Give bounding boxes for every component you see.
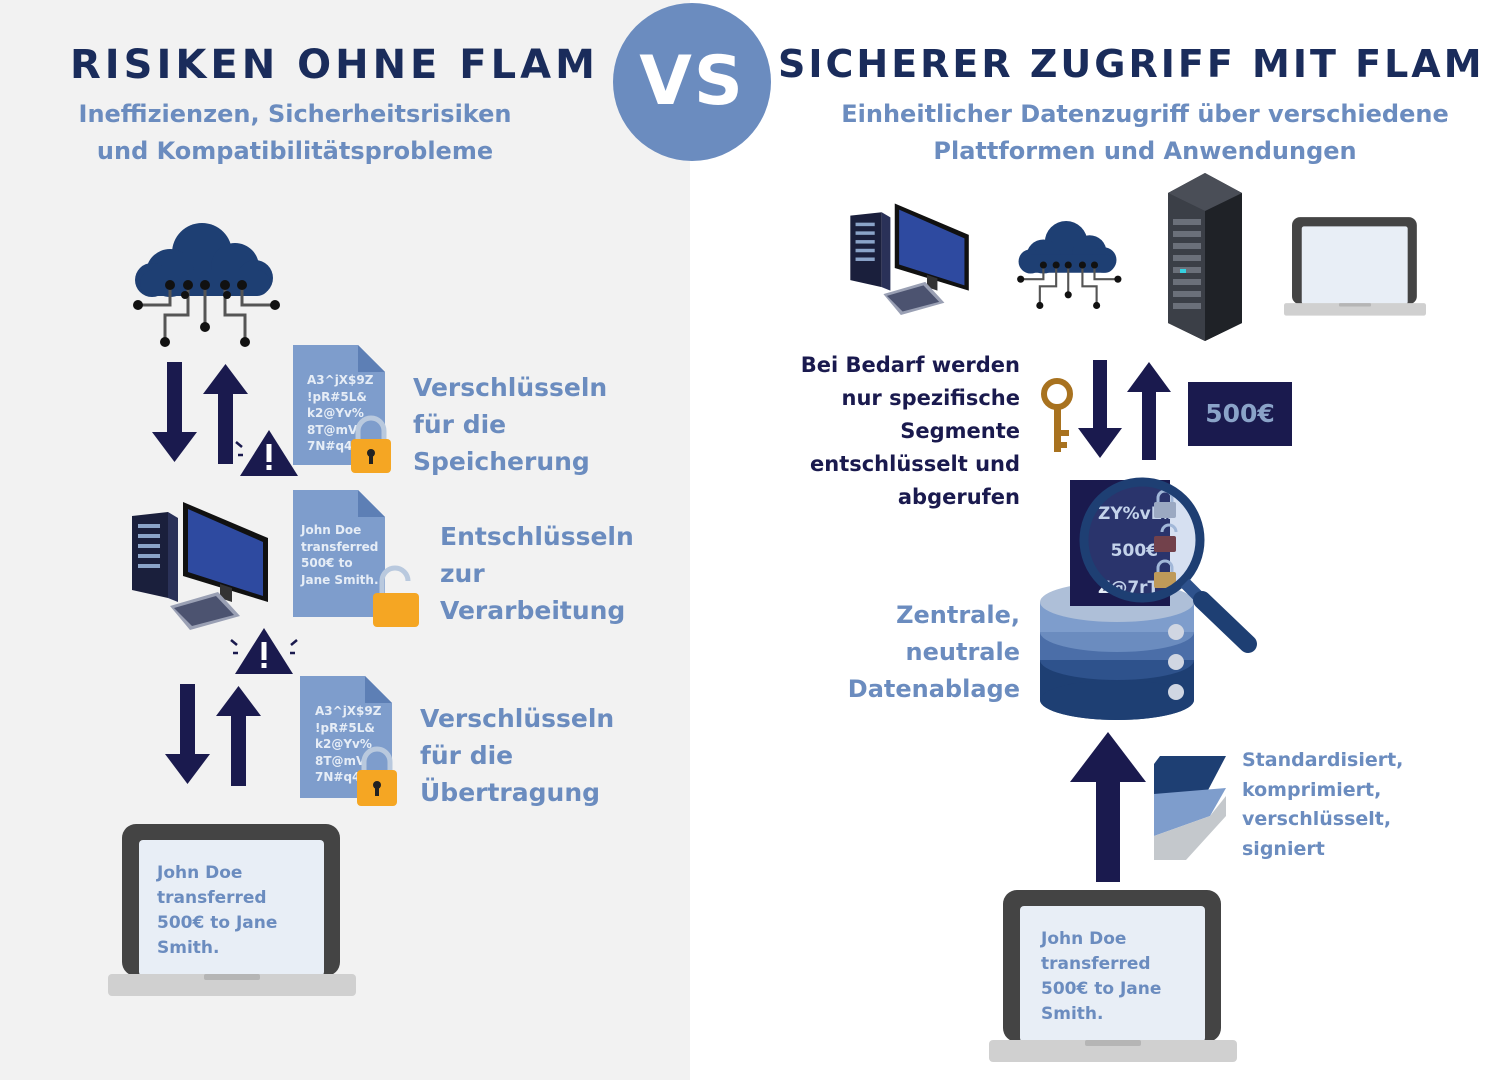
amount-badge: 500€: [1188, 382, 1292, 446]
vs-circle: [613, 3, 771, 161]
warning-icon-2: [230, 628, 298, 674]
laptop-icon-top: [1284, 217, 1426, 316]
decrypted-document-icon: [293, 490, 385, 617]
magnifier-icon: [1079, 477, 1257, 653]
lock-icon: [351, 415, 391, 473]
right-title: SICHERER ZUGRIFF MIT FLAM: [778, 42, 1485, 86]
laptop-icon-bottom: [989, 890, 1237, 1062]
down-up-arrows-icon-2: [165, 684, 261, 786]
cloud-network-icon-right: [1017, 221, 1122, 309]
down-up-arrows-icon-right: [1078, 360, 1171, 460]
down-up-arrows-icon: [152, 362, 248, 464]
lock-icon-2: [357, 746, 397, 806]
desktop-computer-icon-right: [850, 203, 969, 315]
database-icon: [1040, 582, 1194, 720]
server-rack-icon: [1168, 173, 1242, 341]
encrypted-document-icon-2: [300, 676, 392, 798]
desktop-computer-icon: [132, 502, 268, 630]
vs-label: VS: [639, 42, 745, 121]
properties-list: Standardisiert,komprimiert,verschlüsselt…: [1242, 749, 1404, 860]
key-icon: [1041, 378, 1073, 452]
flam-logo: [1154, 756, 1226, 860]
laptop-icon: [108, 824, 356, 996]
right-subtitle: Einheitlicher Datenzugriff über verschie…: [841, 100, 1449, 165]
segment-locks-icon: [1154, 489, 1178, 588]
cloud-network-icon: [133, 223, 280, 347]
unlocked-lock-icon: [373, 565, 419, 627]
encrypted-document-icon: [293, 345, 385, 465]
left-subtitle: Ineffizienzen, Sicherheitsrisiken und Ko…: [78, 100, 512, 165]
left-title: RISIKEN OHNE FLAM: [70, 42, 599, 88]
upload-arrow-icon: [1070, 732, 1146, 882]
